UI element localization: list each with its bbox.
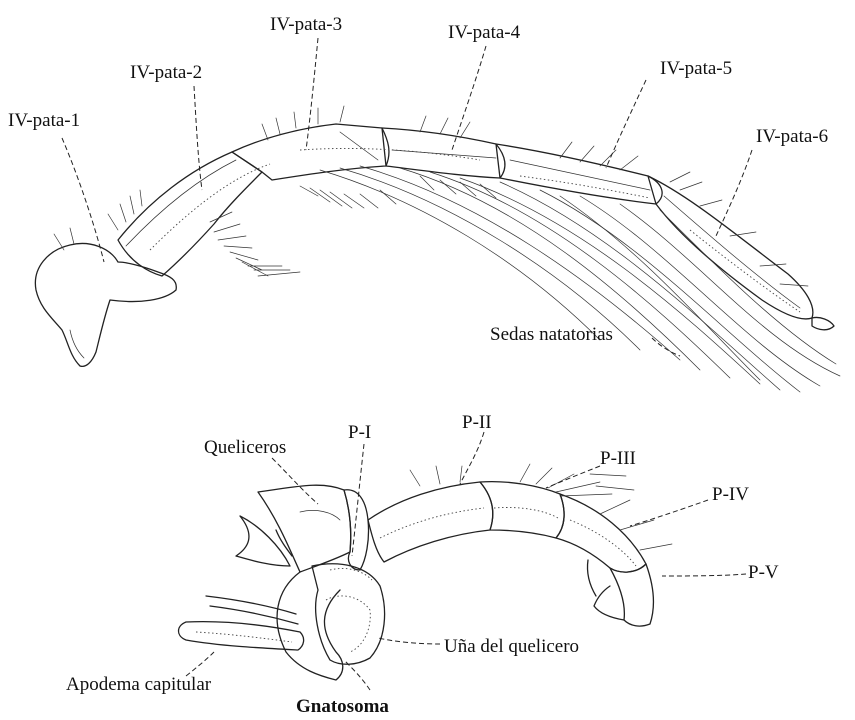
palp-segment-p4	[556, 494, 646, 572]
label-p-i: P-I	[348, 422, 371, 443]
leg-segment-4	[382, 128, 505, 178]
chelicera-blade	[258, 485, 351, 572]
upper-leader-lines	[62, 38, 752, 356]
label-iv-pata-4: IV-pata-4	[448, 22, 521, 43]
label-iv-pata-5: IV-pata-5	[660, 58, 732, 79]
label-gnatosoma: Gnatosoma	[296, 696, 389, 717]
gnathosoma-drawing	[179, 464, 673, 680]
label-p-ii: P-II	[462, 412, 492, 433]
lower-labels: Queliceros P-I P-II P-III P-IV P-V Apode…	[66, 412, 779, 717]
leg-iv-drawing	[35, 124, 834, 366]
label-iv-pata-6: IV-pata-6	[756, 126, 828, 147]
label-p-iii: P-III	[600, 448, 636, 469]
palp-segment-p5	[610, 564, 653, 626]
label-sedas-natatorias: Sedas natatorias	[490, 324, 613, 345]
leg-segment-1	[35, 244, 176, 367]
label-iv-pata-2: IV-pata-2	[130, 62, 202, 83]
label-apodema-capitular: Apodema capitular	[66, 674, 212, 695]
palp-segment-p1	[344, 490, 369, 570]
label-una-del-quelicero: Uña del quelicero	[444, 636, 579, 657]
label-p-v: P-V	[748, 562, 779, 583]
label-queliceros: Queliceros	[204, 437, 286, 458]
leg-segment-2	[118, 152, 262, 276]
label-p-iv: P-IV	[712, 484, 749, 505]
palp-segment-p3	[480, 482, 564, 538]
leg-segment-5	[496, 144, 662, 204]
label-iv-pata-1: IV-pata-1	[8, 110, 80, 131]
gnathosoma-body	[312, 564, 385, 664]
palp-segment-p2	[368, 482, 493, 562]
label-iv-pata-3: IV-pata-3	[270, 14, 342, 35]
leg-segment-3	[232, 124, 389, 180]
